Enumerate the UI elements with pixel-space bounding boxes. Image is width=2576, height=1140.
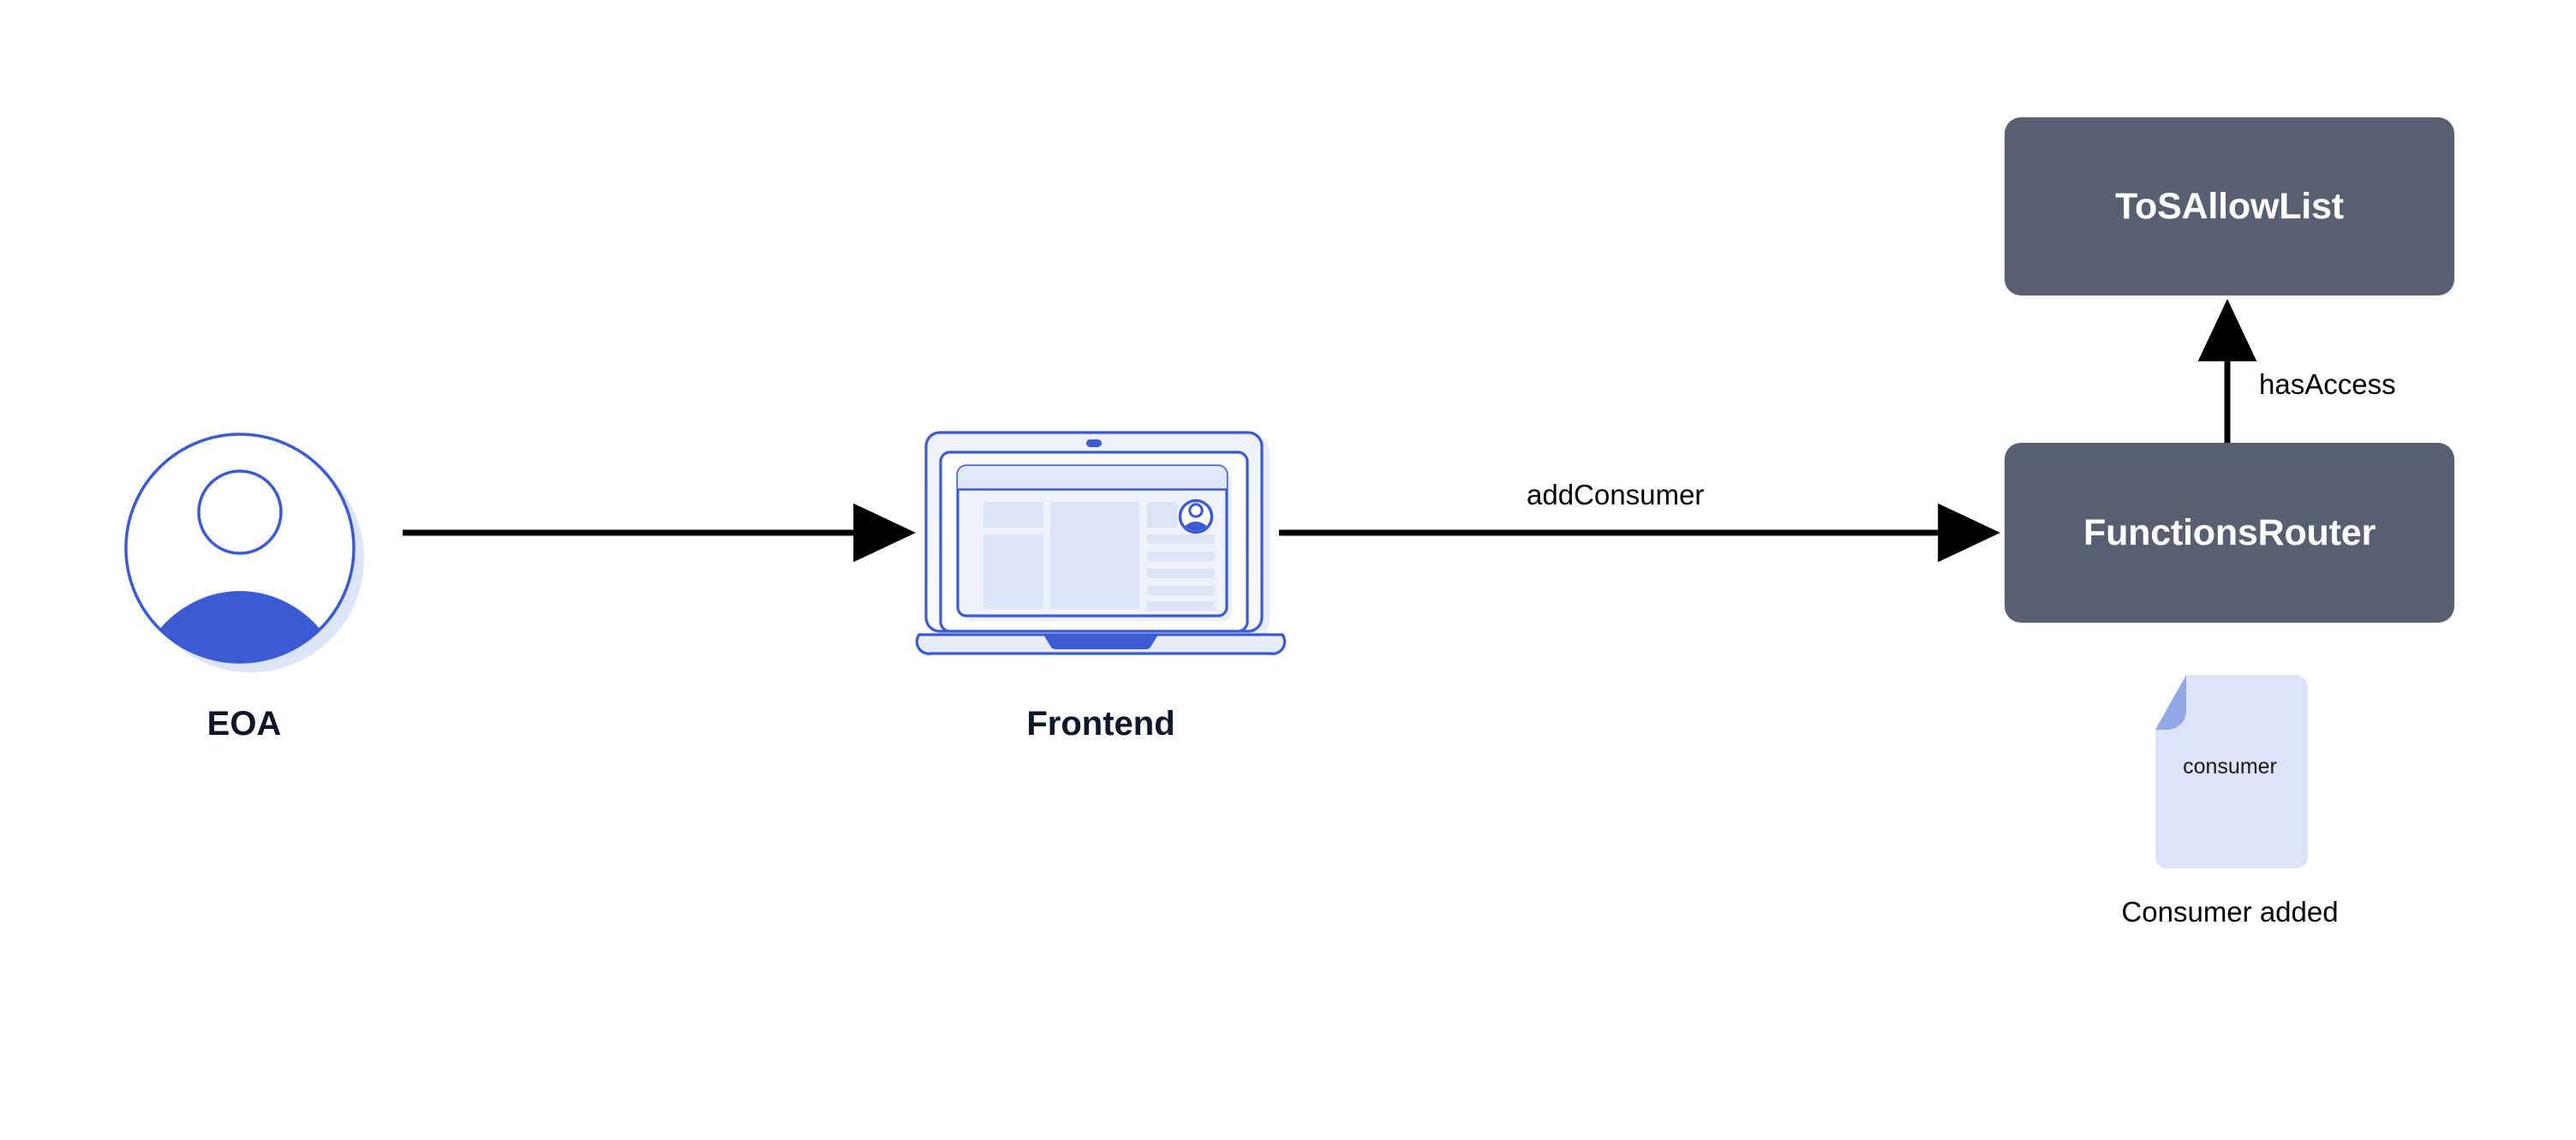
document-file-label: consumer — [2183, 755, 2277, 779]
edge-label-has-access: hasAccess — [2259, 368, 2396, 400]
user-avatar-icon — [124, 433, 364, 672]
node-consumer-document-caption: Consumer added — [2121, 896, 2339, 928]
node-frontend-label: Frontend — [1026, 705, 1175, 743]
node-eoa-label: EOA — [206, 705, 282, 743]
node-tos-allow-list[interactable]: ToSAllowList — [2005, 117, 2454, 295]
node-tos-allow-list-label: ToSAllowList — [2115, 185, 2344, 227]
laptop-icon — [915, 431, 1287, 655]
screen-avatar-icon — [1178, 498, 1214, 534]
node-functions-router-label: FunctionsRouter — [2083, 511, 2376, 553]
node-functions-router[interactable]: FunctionsRouter — [2005, 443, 2454, 623]
edge-label-add-consumer: addConsumer — [1527, 479, 1705, 510]
document-icon — [2155, 675, 2308, 868]
